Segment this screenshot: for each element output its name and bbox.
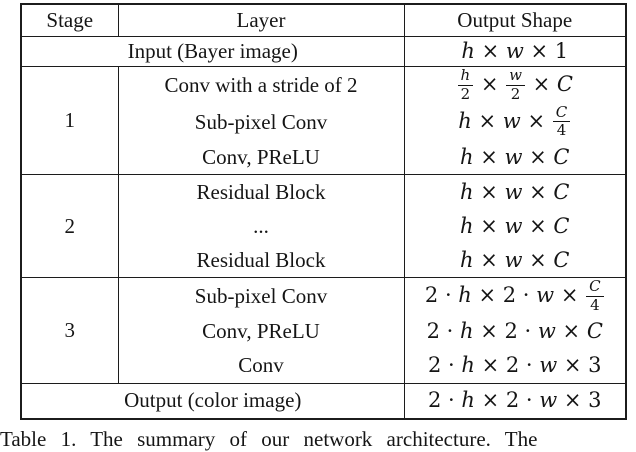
math-variable: w (536, 282, 555, 307)
layer-cell: ... (118, 209, 405, 243)
output-shape-cell: h × w × C (460, 247, 570, 272)
header-cell-stage: Stage (21, 4, 119, 37)
stage-3-row: Conv 2 · h × 2 · w × 3 (21, 348, 626, 383)
header-row: Stage Layer Output Shape (21, 4, 626, 37)
math-variable: h (461, 353, 475, 378)
math-variable: C (555, 102, 568, 121)
math-variable: h (460, 66, 471, 84)
layer-cell: Sub-pixel Conv (118, 103, 405, 140)
layer-cell: Residual Block (118, 174, 405, 209)
math-variable: h (460, 213, 474, 238)
output-row: Output (color image) 2 · h × 2 · w × 3 (21, 382, 626, 419)
math-variable: w (504, 144, 523, 169)
math-variable: h (460, 247, 474, 272)
stage-number-cell: 1 (21, 66, 119, 175)
output-shape-cell: h × w × C (460, 144, 570, 169)
math-variable: C (556, 71, 573, 96)
math-variable: w (505, 39, 524, 64)
stage-2-row: Residual Block h × w × C (21, 243, 626, 278)
table-caption: Table 1. The summary of our network arch… (0, 427, 538, 451)
architecture-table: Stage Layer Output Shape Input (Bayer im… (20, 3, 627, 420)
header-cell-output-shape: Output Shape (457, 8, 573, 33)
math-variable: w (502, 108, 521, 133)
stage-3-row: Conv, PReLU 2 · h × 2 · w × C (21, 314, 626, 349)
stage-1-row: Conv, PReLU h × w × C (21, 140, 626, 175)
math-variable: C (553, 179, 570, 204)
math-variable: w (509, 66, 522, 84)
math-variable: w (504, 179, 523, 204)
layer-cell: Conv (118, 348, 405, 383)
architecture-table-body: Stage Layer Output Shape Input (Bayer im… (21, 4, 626, 419)
layer-cell: Residual Block (118, 243, 405, 278)
math-variable: w (504, 247, 523, 272)
math-variable: C (553, 213, 570, 238)
math-variable: C (589, 277, 601, 295)
math-variable: C (553, 247, 570, 272)
input-row: Input (Bayer image) h × w × 1 (21, 36, 626, 67)
output-shape-cell: h × w × C (404, 174, 626, 209)
math-variable: h (458, 108, 472, 133)
stage-2-row: ... h × w × C (21, 209, 626, 243)
math-variable: h (458, 282, 472, 307)
layer-cell: Conv, PReLU (118, 314, 405, 349)
math-variable: w (539, 353, 558, 378)
math-variable: h (460, 144, 474, 169)
stage-number-cell: 2 (21, 174, 119, 278)
math-variable: w (537, 319, 556, 344)
output-shape-cell: 2 · h × 2 · w × C (426, 319, 603, 344)
output-shape-cell: h × w × C (460, 213, 570, 238)
math-variable: C (553, 144, 570, 169)
output-shape-cell: h × w × 1 (404, 36, 626, 67)
layer-cell: Conv with a stride of 2 (118, 66, 405, 104)
layer-cell: Sub-pixel Conv (118, 277, 405, 315)
math-variable: w (539, 388, 558, 413)
output-shape-cell: 2 · h × 2 · w × 3 (404, 382, 626, 419)
math-variable: h (461, 388, 475, 413)
math-variable: h (461, 39, 475, 64)
output-shape-cell: 2 · h × 2 · w × 3 (427, 353, 602, 378)
stage-number-cell: 3 (21, 277, 119, 383)
layer-cell: Conv, PReLU (118, 140, 405, 175)
math-variable: h (460, 179, 474, 204)
math-variable: h (460, 319, 474, 344)
input-label-cell: Input (Bayer image) (21, 36, 405, 67)
math-variable: C (586, 319, 603, 344)
header-cell-layer: Layer (118, 4, 405, 37)
math-variable: w (504, 213, 523, 238)
output-label-cell: Output (color image) (21, 382, 405, 419)
